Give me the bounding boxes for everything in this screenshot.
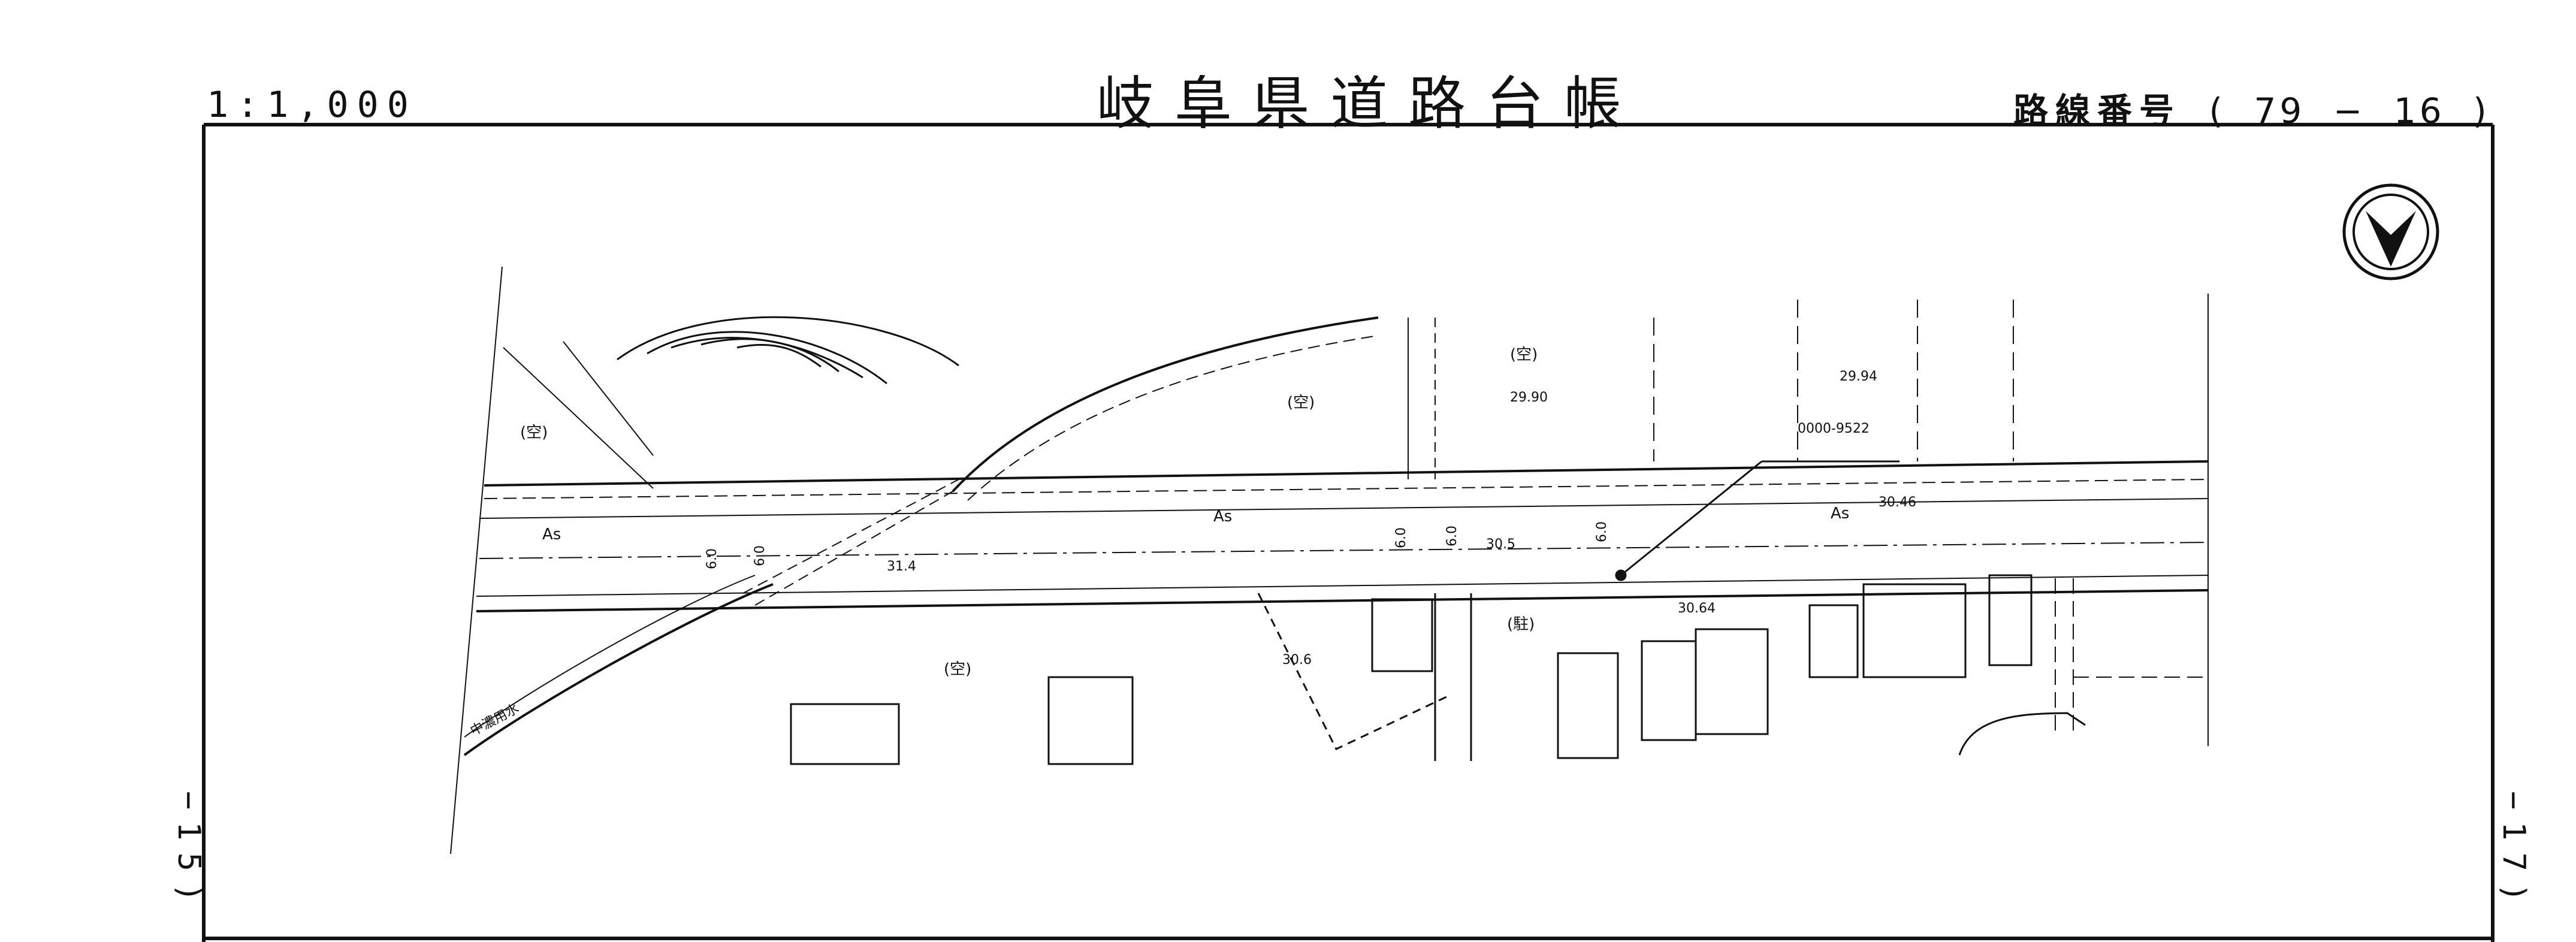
label-surface-left: As bbox=[542, 526, 561, 544]
label-width-2: 6.0 bbox=[753, 545, 768, 566]
label-vacant-left: (空) bbox=[520, 424, 548, 442]
label-elevation-7: 30.64 bbox=[1678, 601, 1716, 616]
label-vacant-center: (空) bbox=[1287, 394, 1315, 412]
route-open-paren: ( bbox=[2209, 90, 2227, 131]
label-elevation-1: 29.90 bbox=[1510, 390, 1548, 405]
label-elevation-5: 31.4 bbox=[887, 559, 916, 574]
label-vacant-top: (空) bbox=[1510, 346, 1538, 364]
plan-linework bbox=[450, 266, 2209, 855]
label-surface-center: As bbox=[1213, 508, 1232, 526]
label-width-3: 6.0 bbox=[1394, 527, 1409, 548]
north-arrow-icon bbox=[2342, 183, 2439, 280]
label-parking: (駐) bbox=[1507, 615, 1535, 633]
label-vacant-bottom: (空) bbox=[944, 660, 971, 678]
label-elevation-4: 30.5 bbox=[1486, 537, 1515, 552]
label-width-4: 6.0 bbox=[1445, 526, 1460, 547]
label-surface-right: As bbox=[1831, 505, 1849, 523]
label-elevation-6: 30.6 bbox=[1282, 653, 1312, 668]
route-close-paren: ) bbox=[2473, 90, 2490, 131]
label-elevation-3: 30.46 bbox=[1879, 495, 1916, 510]
map-scale: 1:1,000 bbox=[207, 84, 417, 126]
label-width-1: 6.0 bbox=[705, 548, 720, 569]
label-width-5: 6.0 bbox=[1594, 521, 1609, 542]
label-elevation-2: 29.94 bbox=[1840, 369, 1877, 384]
label-point-id: 0000-9522 bbox=[1798, 421, 1870, 436]
